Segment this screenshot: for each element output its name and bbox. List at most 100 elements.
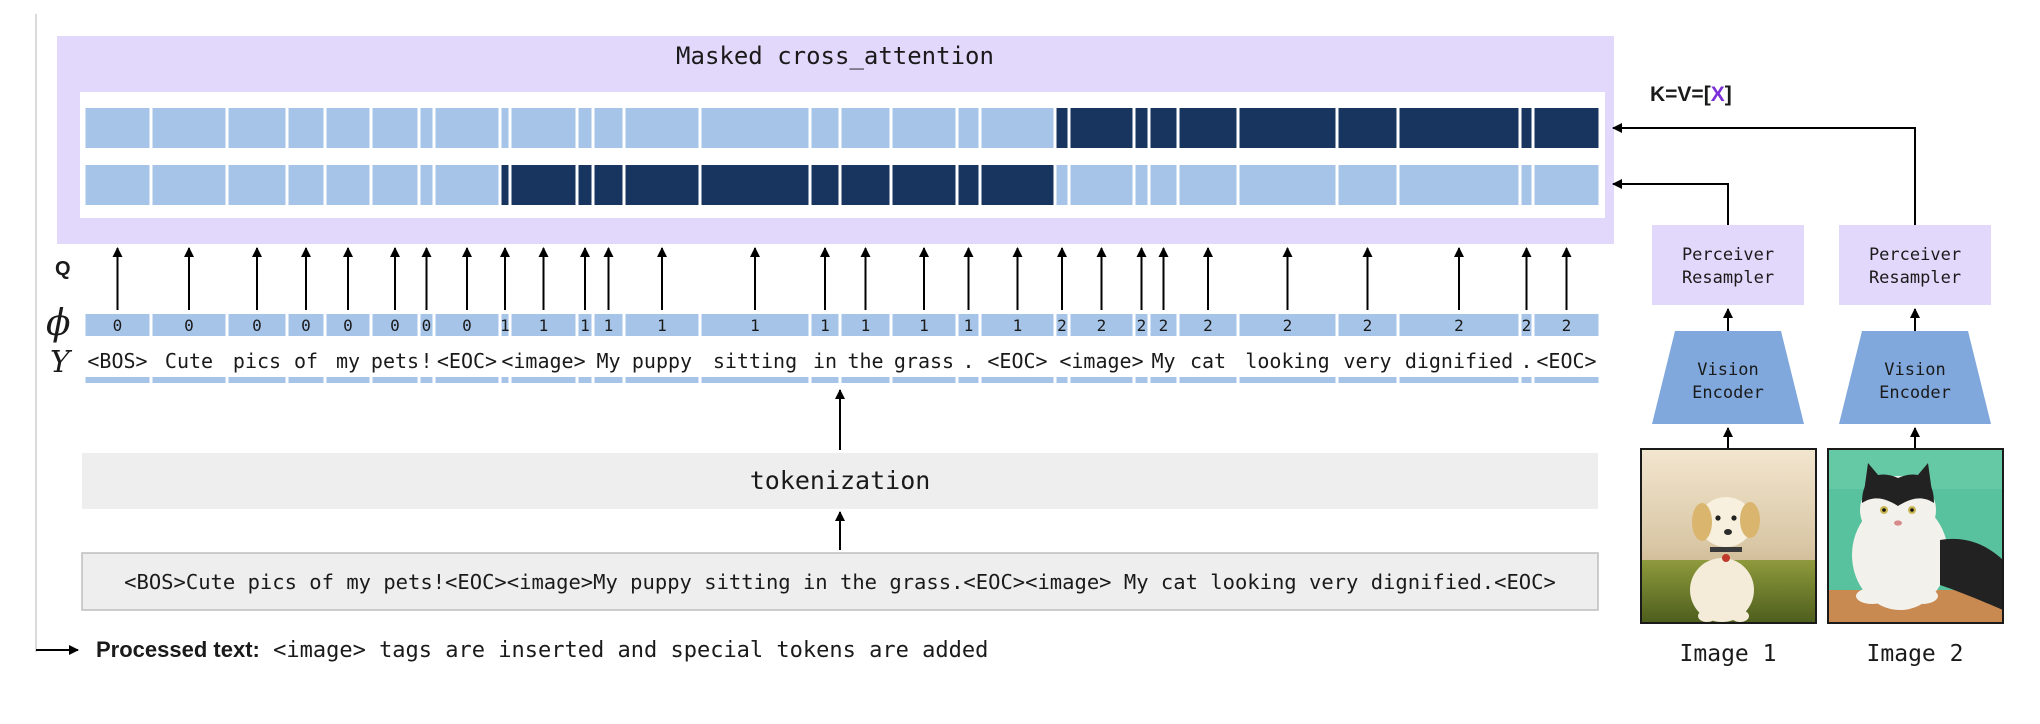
- phi-value: 1: [604, 316, 614, 335]
- vision-encoder-1-line1: Vision: [1697, 360, 1758, 380]
- pipeline-2: Perceiver Resampler Vision Encoder Image…: [1612, 123, 1991, 667]
- token-underline: [1150, 377, 1177, 383]
- mask-cell-row1: [578, 108, 592, 148]
- token-underline: [701, 377, 809, 383]
- phi-value: 1: [580, 316, 590, 335]
- phi-value: 0: [301, 316, 311, 335]
- phi-value: 1: [539, 316, 549, 335]
- mask-cell-row1: [958, 108, 979, 148]
- mask-cell-row1: [420, 108, 433, 148]
- phi-cell: [841, 314, 890, 336]
- phi-value: 0: [343, 316, 353, 335]
- token-underline: [228, 377, 286, 383]
- attention-row-2: [85, 165, 1599, 205]
- mask-cell-row2: [1239, 165, 1336, 205]
- mask-cell-row2: [288, 165, 324, 205]
- token-underline-row: [85, 377, 1599, 383]
- phi-value: 2: [1097, 316, 1107, 335]
- tokenization-label: tokenization: [750, 466, 931, 495]
- phi-value: 1: [1013, 316, 1023, 335]
- phi-value: 0: [184, 316, 194, 335]
- token-underline: [1070, 377, 1133, 383]
- phi-cell: [511, 314, 576, 336]
- token-text: My: [596, 349, 620, 373]
- phi-cell: [1399, 314, 1519, 336]
- phi-value: 0: [390, 316, 400, 335]
- token-underline: [1135, 377, 1148, 383]
- phi-cell: [372, 314, 418, 336]
- q-row-label: Q: [55, 258, 71, 280]
- token-underline: [811, 377, 839, 383]
- phi-value: 0: [422, 316, 432, 335]
- kv-label-prefix: K=V=[: [1650, 83, 1711, 106]
- mask-cell-row2: [625, 165, 699, 205]
- image-1-label: Image 1: [1680, 641, 1777, 667]
- mask-cell-row1: [288, 108, 324, 148]
- mask-cell-row1: [501, 108, 509, 148]
- token-text: <image>: [1059, 349, 1143, 373]
- mask-cell-row2: [435, 165, 499, 205]
- phi-cell: [1521, 314, 1532, 336]
- phi-cell: [1070, 314, 1133, 336]
- mask-cell-row2: [228, 165, 286, 205]
- mask-cell-row2: [326, 165, 370, 205]
- token-underline: [435, 377, 499, 383]
- token-text: my: [336, 349, 360, 373]
- mask-cell-row2: [1521, 165, 1532, 205]
- token-underline: [501, 377, 509, 383]
- raw-text-box: [81, 552, 1599, 611]
- mask-cell-row1: [1399, 108, 1519, 148]
- resampler1-to-attention-arrow: [1612, 179, 1729, 225]
- phi-cell: [1135, 314, 1148, 336]
- token-text: <image>: [501, 349, 585, 373]
- mask-cell-row2: [420, 165, 433, 205]
- token-underline: [981, 377, 1054, 383]
- mask-cell-row1: [1521, 108, 1532, 148]
- token-underline: [892, 377, 956, 383]
- token-text: Cute: [165, 349, 213, 373]
- mask-cell-row2: [1070, 165, 1133, 205]
- token-text: .: [962, 349, 974, 373]
- phi-value: 2: [1159, 316, 1169, 335]
- token-underline: [85, 377, 150, 383]
- phi-cell: [701, 314, 809, 336]
- phi-cell: [85, 314, 150, 336]
- mask-cell-row1: [152, 108, 226, 148]
- phi-cell: [1239, 314, 1336, 336]
- phi-value: 2: [1363, 316, 1373, 335]
- phi-value: 2: [1137, 316, 1147, 335]
- mask-cell-row2: [892, 165, 956, 205]
- mask-cell-row1: [435, 108, 499, 148]
- token-text: looking: [1245, 349, 1329, 373]
- token-underline: [372, 377, 418, 383]
- token-text: in: [813, 349, 837, 373]
- phi-value: 2: [1057, 316, 1067, 335]
- phi-cell: [578, 314, 592, 336]
- phi-value: 1: [500, 316, 510, 335]
- phi-row-label: ϕ: [46, 303, 71, 344]
- phi-cell: [1534, 314, 1599, 336]
- mask-cell-row1: [625, 108, 699, 148]
- phi-value: 1: [964, 316, 974, 335]
- phi-value: 2: [1522, 316, 1532, 335]
- mask-cell-row1: [594, 108, 623, 148]
- token-text: of: [294, 349, 318, 373]
- phi-cell: [958, 314, 979, 336]
- perceiver-resampler-2-line1: Perceiver: [1869, 245, 1961, 265]
- cross-attention-title: Masked cross_attention: [676, 42, 994, 70]
- mask-cell-row1: [1534, 108, 1599, 148]
- token-underline: [152, 377, 226, 383]
- phi-cell: [594, 314, 623, 336]
- phi-cell: [892, 314, 956, 336]
- token-underline: [420, 377, 433, 383]
- caption-rest: <image> tags are inserted and special to…: [260, 638, 988, 663]
- vision-encoder-1: [1652, 331, 1804, 424]
- phi-value: 1: [820, 316, 830, 335]
- token-text: grass: [894, 349, 954, 373]
- token-underline: [1534, 377, 1599, 383]
- phi-value: 1: [861, 316, 871, 335]
- mask-cell-row2: [578, 165, 592, 205]
